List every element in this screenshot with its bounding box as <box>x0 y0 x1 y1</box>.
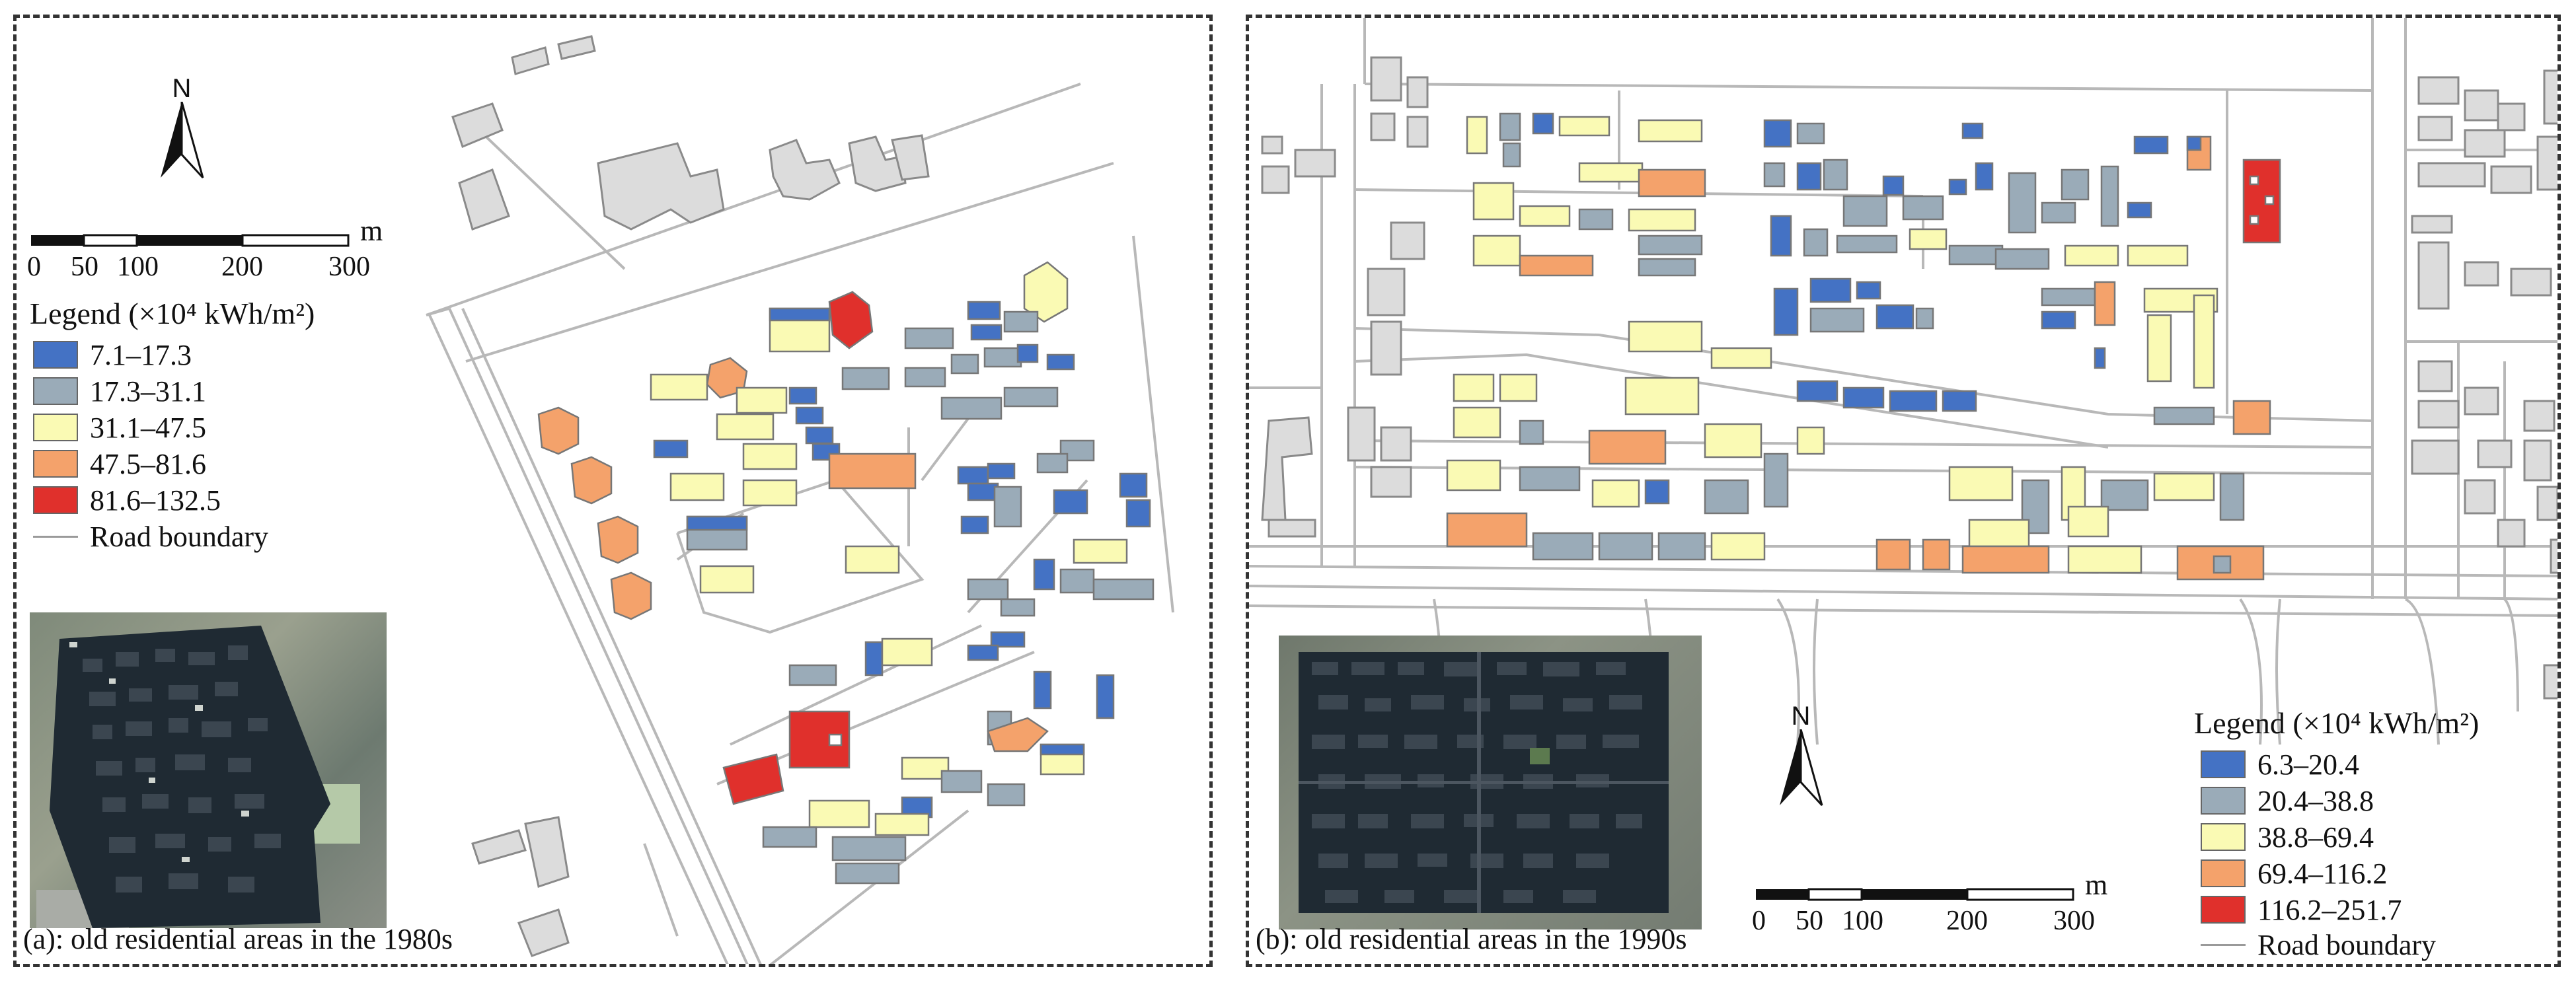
caption-a: (a): old residential areas in the 1980s <box>23 923 453 955</box>
scale-tick: 50 <box>71 252 98 282</box>
caption-b: (b): old residential areas in the 1990s <box>1256 923 1687 955</box>
map-panel-1990s: N m 0 50 100 200 300 Legend (×10⁴ kWh/m²… <box>1246 15 2561 967</box>
satellite-image-graphic <box>36 626 360 928</box>
north-label: N <box>1791 702 1811 731</box>
north-label: N <box>172 74 192 103</box>
legend-swatch <box>33 414 78 441</box>
legend-item: 47.5–81.6 <box>33 447 206 480</box>
legend-label: Road boundary <box>2257 928 2437 961</box>
legend-swatch <box>2201 750 2246 778</box>
legend-item: 31.1–47.5 <box>33 411 206 444</box>
legend-label: 20.4–38.8 <box>2257 784 2374 817</box>
legend-swatch <box>33 450 78 478</box>
legend-label: 38.8–69.4 <box>2257 820 2374 854</box>
legend-item-road: Road boundary <box>2201 928 2436 961</box>
legend-label: 6.3–20.4 <box>2257 748 2359 781</box>
legend-label: 31.1–47.5 <box>90 411 206 444</box>
scale-tick: 100 <box>1842 906 1883 936</box>
satellite-image <box>30 612 387 928</box>
map-panel-1980s: N m 0 50 100 200 300 Legend (×10⁴ kWh/m²… <box>13 15 1213 967</box>
north-arrow: N <box>155 74 208 180</box>
legend-swatch <box>2201 823 2246 851</box>
context-buildings <box>1261 56 2557 700</box>
legend-item: 116.2–251.7 <box>2201 893 2402 926</box>
legend-swatch <box>33 486 78 514</box>
legend-label: 47.5–81.6 <box>90 447 206 480</box>
legend-swatch <box>2201 896 2246 924</box>
north-arrow: N <box>1774 702 1827 807</box>
road-line-swatch <box>33 535 78 538</box>
scale-tick: 200 <box>221 252 263 282</box>
legend-item: 81.6–132.5 <box>33 484 221 517</box>
legend-swatch <box>2201 787 2246 815</box>
legend-item: 6.3–20.4 <box>2201 748 2359 781</box>
legend-title: Legend (×10⁴ kWh/m²) <box>2194 706 2480 740</box>
scale-bar-graphic <box>1756 888 2074 901</box>
scale-bar: m 0 50 100 200 300 <box>27 215 400 299</box>
map-1990s <box>1249 18 2557 745</box>
legend-label: 116.2–251.7 <box>2257 893 2402 926</box>
north-arrow-icon <box>1780 729 1823 807</box>
scale-tick: 0 <box>1752 906 1766 936</box>
legend-item: 7.1–17.3 <box>33 338 192 371</box>
scale-tick: 100 <box>117 252 159 282</box>
legend-title: Legend (×10⁴ kWh/m²) <box>30 297 315 330</box>
legend-label: 7.1–17.3 <box>90 338 192 371</box>
residential-buildings <box>1446 112 2281 581</box>
satellite-image <box>1279 636 1702 929</box>
map-1980s <box>426 35 1174 964</box>
legend-item-road: Road boundary <box>33 520 268 553</box>
scale-tick: 50 <box>1796 906 1823 936</box>
scale-tick: 300 <box>328 252 370 282</box>
legend-label: Road boundary <box>90 520 269 553</box>
legend-item: 69.4–116.2 <box>2201 857 2387 890</box>
legend-label: 17.3–31.1 <box>90 375 206 408</box>
legend-item: 20.4–38.8 <box>2201 784 2374 817</box>
scale-unit: m <box>2085 869 2108 901</box>
legend-swatch <box>2201 859 2246 887</box>
satellite-image-graphic <box>1299 652 1669 913</box>
legend-item: 17.3–31.1 <box>33 375 206 408</box>
scale-tick: 0 <box>27 252 41 282</box>
legend-item: 38.8–69.4 <box>2201 820 2374 854</box>
legend-label: 81.6–132.5 <box>90 484 221 517</box>
road-line-swatch <box>2201 943 2246 946</box>
legend-swatch <box>33 377 78 405</box>
scale-bar: m 0 50 100 200 300 <box>1752 869 2125 953</box>
scale-bar-graphic <box>31 234 350 247</box>
residential-buildings <box>537 261 1155 885</box>
legend-swatch <box>33 341 78 369</box>
scale-unit: m <box>360 215 383 247</box>
scale-tick: 300 <box>2053 906 2095 936</box>
legend-label: 69.4–116.2 <box>2257 857 2388 890</box>
north-arrow-icon <box>161 102 204 179</box>
context-buildings <box>451 35 930 957</box>
scale-tick: 200 <box>1946 906 1988 936</box>
